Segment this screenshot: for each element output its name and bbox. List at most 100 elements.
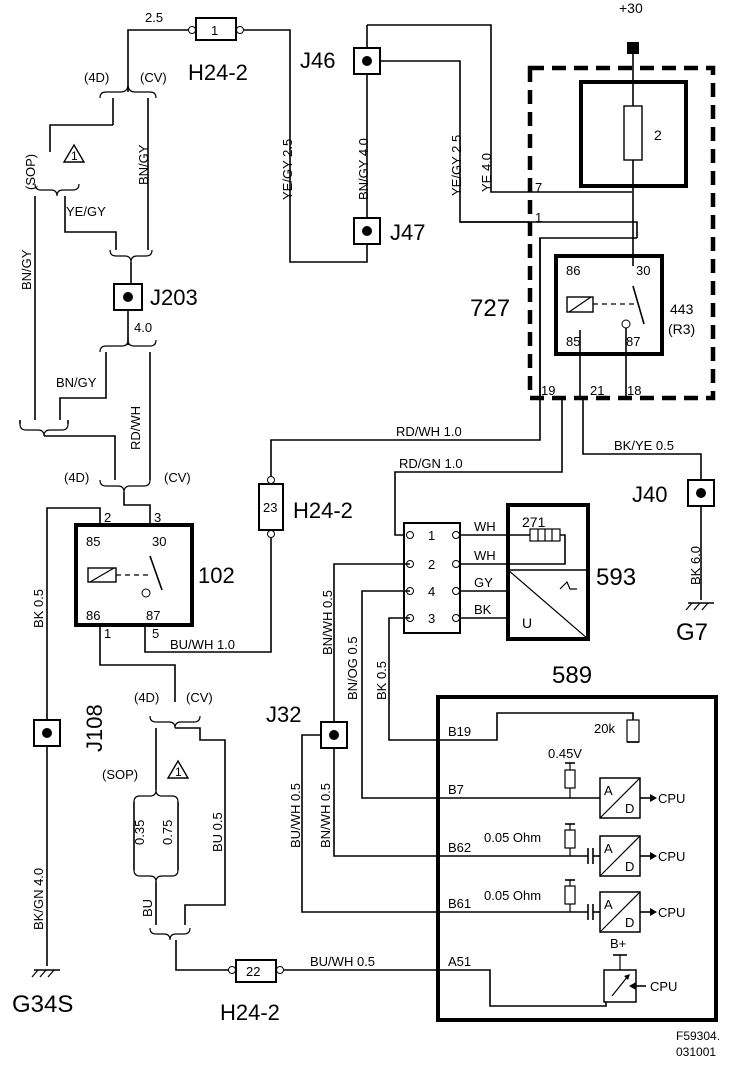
c593-pin-1: 1 <box>428 528 435 543</box>
j203-label: J203 <box>150 285 198 310</box>
module-727-dashed <box>527 65 716 401</box>
voltage-label: 0.45V <box>548 746 582 761</box>
p727-pin-21: 21 <box>590 383 604 398</box>
connector-h24-2-pin22 <box>235 959 277 983</box>
c593-pin-3: 3 <box>428 611 435 626</box>
resistor-271-label: 271 <box>522 514 546 530</box>
c593-pin-4: 4 <box>428 584 435 599</box>
relay-443-label: 443 <box>670 301 694 317</box>
junction-j47 <box>353 217 381 245</box>
wire-label-035: 0.35 <box>132 820 147 845</box>
r102-pin-87: 87 <box>146 608 160 623</box>
wire-label-rdwh: RD/WH <box>128 406 143 450</box>
r102-pin-5: 5 <box>152 626 159 641</box>
h24-2-top-label: H24-2 <box>188 60 248 85</box>
r102-pin-86: 86 <box>86 608 100 623</box>
cpu-label-4: CPU <box>650 979 677 994</box>
connector-593: 1 2 4 3 WH WH GY BK 271 U 593 589 BN/WH … <box>320 503 636 799</box>
wire-label-bkgn40: BK/GN 4.0 <box>31 868 46 930</box>
relay-443-sub: (R3) <box>668 321 695 337</box>
wire-label-buwh05-b: BU/WH 0.5 <box>310 954 375 969</box>
output-driver: B+ CPU <box>603 936 677 1003</box>
variant-cv-b: (CV) <box>164 470 191 485</box>
figure-code: F59304. <box>676 1029 720 1043</box>
p727-pin-1: 1 <box>535 210 542 225</box>
bplus-label: B+ <box>610 936 626 951</box>
wire-label-bk05: BK 0.5 <box>374 661 389 700</box>
component-589-label: 589 <box>552 662 592 689</box>
resistor-20k-icon <box>626 719 640 743</box>
wire-label-bngy-low: BN/GY <box>56 375 97 390</box>
r102-pin-85: 85 <box>86 534 100 549</box>
r443-pin-30: 30 <box>636 263 650 278</box>
variant-4d-b: (4D) <box>64 470 89 485</box>
adc-3: A D CPU <box>599 891 685 933</box>
wire-label-bkye05: BK/YE 0.5 <box>614 438 674 453</box>
p727-pin-19: 19 <box>541 383 555 398</box>
warning-num-a: 1 <box>71 149 78 163</box>
wire-label-40-j203: 4.0 <box>134 320 152 335</box>
ohm-label-2: 0.05 Ohm <box>484 888 541 903</box>
j108-label: J108 <box>82 704 107 752</box>
variant-cv-a: (CV) <box>140 70 167 85</box>
wire-label-bu05: BU 0.5 <box>210 812 225 852</box>
p727-pin-18: 18 <box>627 383 641 398</box>
plus30-terminal <box>627 42 639 54</box>
j32-label: J32 <box>266 702 301 727</box>
adc-3-a: A <box>604 897 613 912</box>
connector-h24-2-pin1 <box>195 17 237 41</box>
connector-h24-2-pin23 <box>258 483 284 531</box>
relay-102: 102 2 3 85 30 86 87 1 5 BU/WH 1.0 BK 0.5 <box>31 507 272 720</box>
wire-label-bk05-left: BK 0.5 <box>31 589 46 628</box>
wire-label-bk60: BK 6.0 <box>688 546 703 585</box>
fuse-2-label: 2 <box>654 127 662 143</box>
wire-label-bngy40: BN/GY 4.0 <box>356 138 371 200</box>
wire-label-wh1: WH <box>474 519 496 534</box>
wire-label-rdwh10: RD/WH 1.0 <box>396 424 462 439</box>
ecu-pin-b62: B62 <box>448 840 471 855</box>
r102-pin-1: 1 <box>104 626 111 641</box>
sensor-589-box <box>506 503 590 641</box>
variant-cv-c: (CV) <box>186 690 213 705</box>
relay-box-727: 727 7 1 +30 2 86 30 85 87 443 (R3) 19 21… <box>394 0 716 536</box>
r102-pin-3: 3 <box>154 510 161 525</box>
j40-label: J40 <box>632 482 667 507</box>
cpu-label-3: CPU <box>658 905 685 920</box>
cpu-label-1: CPU <box>658 791 685 806</box>
h24-2-mid-label: H24-2 <box>293 498 353 523</box>
h24-top-pin: 1 <box>211 23 218 38</box>
module-727-label: 727 <box>470 295 510 322</box>
wire-label-buwh05-a: BU/WH 0.5 <box>288 783 303 848</box>
junction-j32 <box>320 721 348 749</box>
j46-label: J46 <box>300 48 335 73</box>
figure-date: 031001 <box>676 1045 716 1059</box>
r102-pin-30: 30 <box>152 534 166 549</box>
component-593-label: 593 <box>596 564 636 591</box>
wire-label-bnog05: BN/OG 0.5 <box>345 636 360 700</box>
ecu-pin-b7: B7 <box>448 782 464 797</box>
adc-2-a: A <box>604 841 613 856</box>
sensor-u-label: U <box>522 615 532 631</box>
wire-label-bngy-mid: BN/GY <box>136 144 151 185</box>
fuse-icon <box>623 105 643 161</box>
r443-pin-87: 87 <box>626 334 640 349</box>
wire-label-2-5-top: 2.5 <box>145 10 163 25</box>
wire-label-bu: BU <box>140 899 155 917</box>
variant-4d-c: (4D) <box>134 690 159 705</box>
g7-label: G7 <box>676 619 708 646</box>
r443-pin-86: 86 <box>566 263 580 278</box>
ecu-box: B19 20k B7 0.45V B62 0.05 Ohm B61 0.05 O… <box>436 695 718 1022</box>
wire-label-rdgn10: RD/GN 1.0 <box>399 456 463 471</box>
wire-label-bnwh05-b: BN/WH 0.5 <box>318 783 333 848</box>
wire-label-gy: GY <box>474 575 493 590</box>
g34s-label: G34S <box>12 991 73 1018</box>
relay-102-label: 102 <box>198 563 235 588</box>
adc-2: A D CPU <box>599 835 685 877</box>
adc-1-a: A <box>604 783 613 798</box>
h24-mid: 23 H24-2 RD/WH 1.0 <box>258 237 637 538</box>
wire-label-bk: BK <box>474 602 492 617</box>
warning-triangle-icon-2 <box>166 759 190 779</box>
j40-g7: J40 BK 6.0 G7 <box>632 479 715 646</box>
h24-mid-pin: 23 <box>263 500 277 515</box>
wire-label-bnwh05: BN/WH 0.5 <box>320 590 335 655</box>
